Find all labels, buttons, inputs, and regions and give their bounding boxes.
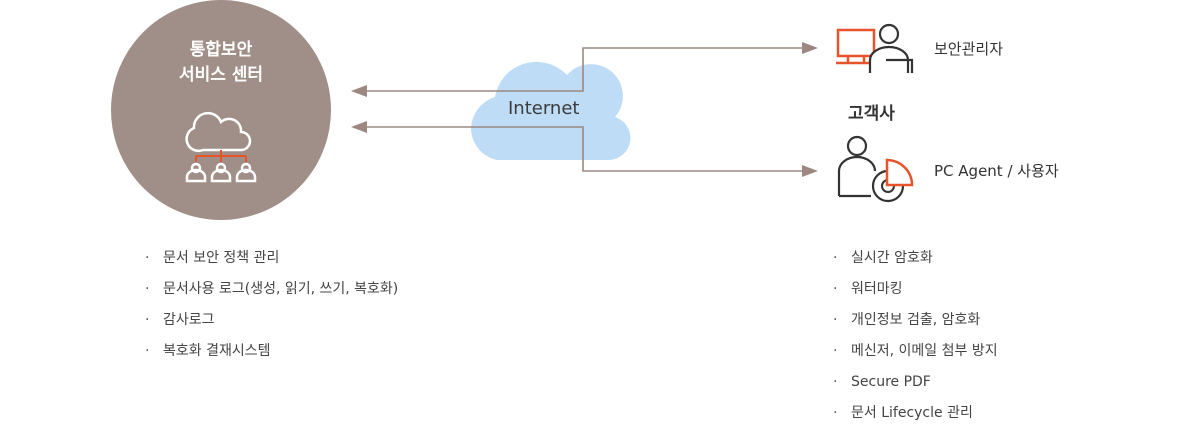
list-item-text: 문서사용 로그(생성, 읽기, 쓰기, 복호화) (163, 281, 399, 297)
arrowhead-left-bottom (351, 121, 367, 133)
diagram-graphics (185, 23, 914, 203)
bullet: · (833, 250, 838, 266)
list-item: · 문서 Lifecycle 관리 (833, 404, 998, 435)
arrowhead-left-top (351, 85, 367, 97)
list-item-text: 감사로그 (163, 312, 215, 328)
bullet: · (833, 281, 838, 297)
arrow-heads (351, 42, 818, 177)
arrow-to-agent (365, 126, 805, 172)
list-item-text: 메신저, 이메일 첨부 방지 (851, 343, 998, 359)
bullet: · (145, 281, 150, 297)
list-item: · 복호화 결재시스템 (145, 342, 398, 373)
customer-label: 고객사 (848, 104, 895, 124)
list-item: · 실시간 암호화 (833, 249, 998, 280)
list-item: · 감사로그 (145, 311, 398, 342)
list-item-text: 개인정보 검출, 암호화 (851, 312, 981, 328)
list-item: · 문서 보안 정책 관리 (145, 249, 398, 280)
pc-agent-icon (837, 135, 914, 203)
list-item-text: 워터마킹 (851, 281, 903, 297)
list-item: · 워터마킹 (833, 280, 998, 311)
admin-label: 보안관리자 (934, 40, 1004, 58)
list-item: · 개인정보 검출, 암호화 (833, 311, 998, 342)
bullet: · (145, 312, 150, 328)
bullet: · (833, 312, 838, 328)
agent-feature-list: · 실시간 암호화 · 워터마킹 · 개인정보 검출, 암호화 · 메신저, 이메일 첨… (833, 249, 998, 435)
internet-cloud (471, 61, 631, 160)
agent-label: PC Agent / 사용자 (934, 162, 1059, 180)
internet-label: Internet (508, 98, 580, 119)
list-item-text: 실시간 암호화 (851, 250, 933, 266)
arrow-to-admin (365, 47, 805, 92)
list-item-text: 문서 보안 정책 관리 (163, 250, 280, 266)
bullet: · (833, 343, 838, 359)
service-center-title-line1: 통합보안 (189, 40, 253, 60)
bullet: · (833, 374, 838, 390)
list-item-text: 문서 Lifecycle 관리 (851, 405, 973, 421)
list-item-text: 복호화 결재시스템 (163, 343, 271, 359)
arrowhead-right-top (802, 42, 818, 54)
bullet: · (833, 405, 838, 421)
service-center-title: 통합보안 서비스 센터 (111, 38, 331, 88)
service-center-circle (111, 0, 331, 220)
bullet: · (145, 250, 150, 266)
service-center-feature-list: · 문서 보안 정책 관리 · 문서사용 로그(생성, 읽기, 쓰기, 복호화) ·… (145, 249, 398, 373)
list-item: · 메신저, 이메일 첨부 방지 (833, 342, 998, 373)
list-item: · 문서사용 로그(생성, 읽기, 쓰기, 복호화) (145, 280, 398, 311)
service-center-title-line2: 서비스 센터 (178, 65, 264, 85)
security-admin-icon (836, 23, 914, 73)
bullet: · (145, 343, 150, 359)
arrow-lines (365, 47, 805, 172)
arrowhead-right-bottom (802, 165, 818, 177)
list-item: · Secure PDF (833, 373, 998, 404)
cloud-people-icon (185, 111, 257, 183)
list-item-text: Secure PDF (851, 374, 931, 390)
